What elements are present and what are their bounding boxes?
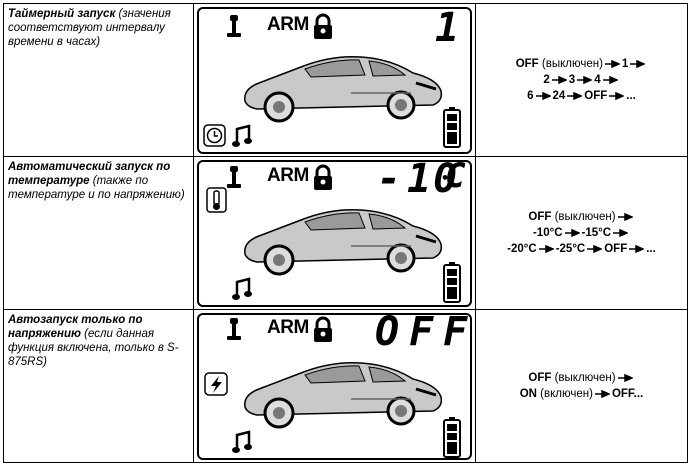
thermometer-icon [206, 187, 227, 213]
values-cell: OFF (выключен) ON (включен) OFF... [475, 309, 688, 463]
arrow-right-icon [587, 244, 603, 253]
value-token: (выключен) [551, 211, 616, 223]
function-title: Автозапуск только по напряжению [8, 314, 143, 340]
battery-icon [443, 262, 461, 303]
description-cell: Таймерный запуск (значения соответствуют… [3, 3, 194, 157]
arrow-right-icon [602, 75, 618, 84]
function-note: (если данная функция включена, только в … [8, 328, 179, 368]
value-line: ON (включен) OFF... [476, 386, 687, 402]
value-token: OFF... [611, 388, 644, 400]
lcd-cell: ARM 1 [193, 3, 476, 157]
value-token: 3 [568, 74, 576, 86]
values-sequence: OFF (выключен) ON (включен) OFF... [476, 370, 687, 402]
clock-icon [203, 124, 226, 147]
table-row: Автозапуск только по напряжению (если да… [3, 309, 688, 463]
lcd-display: ARM 1 [197, 5, 472, 154]
value-token: 1 [621, 58, 629, 70]
arrow-right-icon [617, 212, 633, 221]
value-token: -15°C [581, 227, 612, 239]
music-note-icon [232, 430, 252, 453]
value-line: -10°C -15°C [476, 225, 687, 241]
value-token: -10°C [532, 227, 563, 239]
lock-icon [314, 316, 332, 342]
value-token: 24 [552, 90, 566, 102]
lcd-readout: OFF [375, 309, 478, 355]
value-token: OFF [584, 90, 608, 102]
function-note: (значения соответствуют интервалу времен… [8, 8, 171, 48]
value-token: 2 [543, 74, 550, 86]
arrow-right-icon [567, 91, 583, 100]
arrow-right-icon [564, 228, 580, 237]
arrow-right-icon [609, 91, 625, 100]
lcd-minus: - [377, 156, 404, 202]
lcd-cell: ARM - 10 C ° [193, 156, 476, 310]
arm-label: ARM [267, 165, 309, 186]
value-line: OFF (выключен) [476, 209, 687, 225]
arrow-right-icon [617, 373, 633, 382]
values-sequence: OFF (выключен) -10°C -15°C -20°C -25°C OFF... [476, 209, 687, 257]
value-token: OFF [528, 211, 552, 223]
lcd-cell: ARM OFF [193, 309, 476, 463]
function-title: Таймерный запуск [8, 8, 116, 20]
battery-voltage-icon [204, 372, 228, 396]
battery-icon [443, 417, 461, 458]
value-token: OFF [604, 243, 628, 255]
lock-icon [314, 13, 332, 39]
value-token: ... [646, 243, 656, 255]
arm-label: ARM [267, 14, 309, 35]
table-row: Автоматический запуск по температуре (та… [3, 156, 688, 310]
music-note-icon [232, 277, 252, 300]
value-token: 6 [527, 90, 534, 102]
music-note-icon [232, 124, 252, 147]
key-icon [227, 166, 241, 188]
arrow-right-icon [594, 389, 610, 398]
arrow-right-icon [604, 59, 620, 68]
value-line: 6 24 OFF... [476, 88, 687, 104]
function-note: (также по температуре и по напряжению) [8, 175, 185, 201]
value-line: 2 3 4 [476, 72, 687, 88]
value-token: OFF [528, 372, 552, 384]
value-line: OFF (выключен) [476, 370, 687, 386]
settings-table: Таймерный запуск (значения соответствуют… [3, 3, 688, 463]
arrow-right-icon [551, 75, 567, 84]
description-cell: Автоматический запуск по температуре (та… [3, 156, 194, 310]
arrow-right-icon [613, 228, 629, 237]
value-line: OFF (выключен) 1 [476, 56, 687, 72]
value-token: OFF [515, 58, 539, 70]
lcd-unit: C [445, 156, 468, 196]
arrow-right-icon [535, 91, 551, 100]
car-image [244, 361, 443, 429]
table-row: Таймерный запуск (значения соответствуют… [3, 3, 688, 157]
value-token: ON [519, 388, 537, 400]
car-image [244, 208, 443, 276]
value-token: (выключен) [551, 372, 616, 384]
value-token: ... [626, 90, 636, 102]
values-cell: OFF (выключен) 1 2 3 4 6 24 OFF... [475, 3, 688, 157]
value-token: 4 [594, 74, 601, 86]
arm-label: ARM [267, 317, 309, 338]
value-token: (выключен) [538, 58, 603, 70]
car-image [244, 55, 443, 123]
lcd-display: ARM OFF [197, 309, 472, 460]
lcd-readout: 1 [435, 5, 462, 51]
function-title: Автоматический запуск по температуре [8, 161, 171, 187]
battery-icon [443, 107, 461, 148]
values-cell: OFF (выключен) -10°C -15°C -20°C -25°C OFF... [475, 156, 688, 310]
value-token: (включен) [536, 388, 593, 400]
arrow-right-icon [538, 244, 554, 253]
value-token: -25°C [555, 243, 586, 255]
arrow-right-icon [629, 244, 645, 253]
lcd-readout: 10 [407, 156, 460, 202]
value-token: -20°C [507, 243, 537, 255]
lcd-display: ARM - 10 C ° [197, 156, 472, 307]
arrow-right-icon [577, 75, 593, 84]
lcd-degree: ° [461, 163, 466, 174]
values-sequence: OFF (выключен) 1 2 3 4 6 24 OFF... [476, 56, 687, 104]
key-icon [227, 318, 241, 340]
value-line: -20°C -25°C OFF... [476, 241, 687, 257]
description-cell: Автозапуск только по напряжению (если да… [3, 309, 194, 463]
lock-icon [314, 164, 332, 190]
key-icon [227, 15, 241, 37]
arrow-right-icon [630, 59, 646, 68]
